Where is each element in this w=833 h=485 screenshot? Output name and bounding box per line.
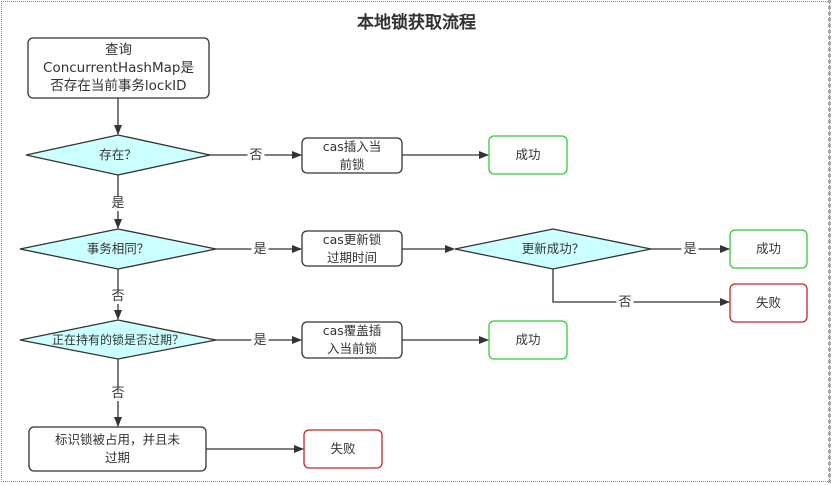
node-failure2-shape[interactable] xyxy=(303,429,383,469)
node-mark-occupied-label: 标识锁被占用，并且未 过期 xyxy=(54,432,180,465)
edge-label-exists-yes: 是 xyxy=(109,196,127,211)
node-success3-label: 成功 xyxy=(515,332,541,347)
node-update-ok-label: 更新成功？ xyxy=(521,241,585,256)
edge-update-ok-failure1 xyxy=(552,269,730,306)
edge-label-same-tx-yes: 是 xyxy=(251,242,269,257)
edge-label-expired-no: 否 xyxy=(109,386,127,401)
node-expired-label: 正在持有的锁是否过期？ xyxy=(51,332,184,347)
node-failure1-label: 失败 xyxy=(755,295,781,310)
edge-label-update-ok-yes: 是 xyxy=(681,242,699,257)
node-cas-insert-label: cas插入当 前锁 xyxy=(322,138,382,172)
diagram-frame-edge xyxy=(828,0,831,483)
edge-label-expired-yes: 是 xyxy=(251,333,269,348)
node-cas-update-label: cas更新锁 过期时间 xyxy=(322,231,382,265)
node-success2-label: 成功 xyxy=(755,241,781,256)
node-success2-shape[interactable] xyxy=(729,229,808,269)
edge-label-same-tx-no: 否 xyxy=(109,289,127,304)
edge-label-update-ok-no: 否 xyxy=(616,295,634,310)
node-success3-shape[interactable] xyxy=(488,320,568,360)
node-failure1-shape[interactable] xyxy=(729,283,808,323)
node-success1-label: 成功 xyxy=(515,147,541,162)
diagram-title: 本地锁获取流程 xyxy=(357,13,476,33)
edge-label-exists-no: 否 xyxy=(247,148,265,163)
node-exists-label: 存在？ xyxy=(99,147,137,162)
node-failure2-label: 失败 xyxy=(330,441,356,456)
node-same-tx-label: 事务相同？ xyxy=(86,241,150,256)
node-cas-override-label: cas覆盖插 入当前锁 xyxy=(322,323,382,356)
node-query-label: 查询 ConcurrentHashMap是 否存在当前事务lockID xyxy=(43,42,194,94)
node-success1-shape[interactable] xyxy=(488,135,568,175)
